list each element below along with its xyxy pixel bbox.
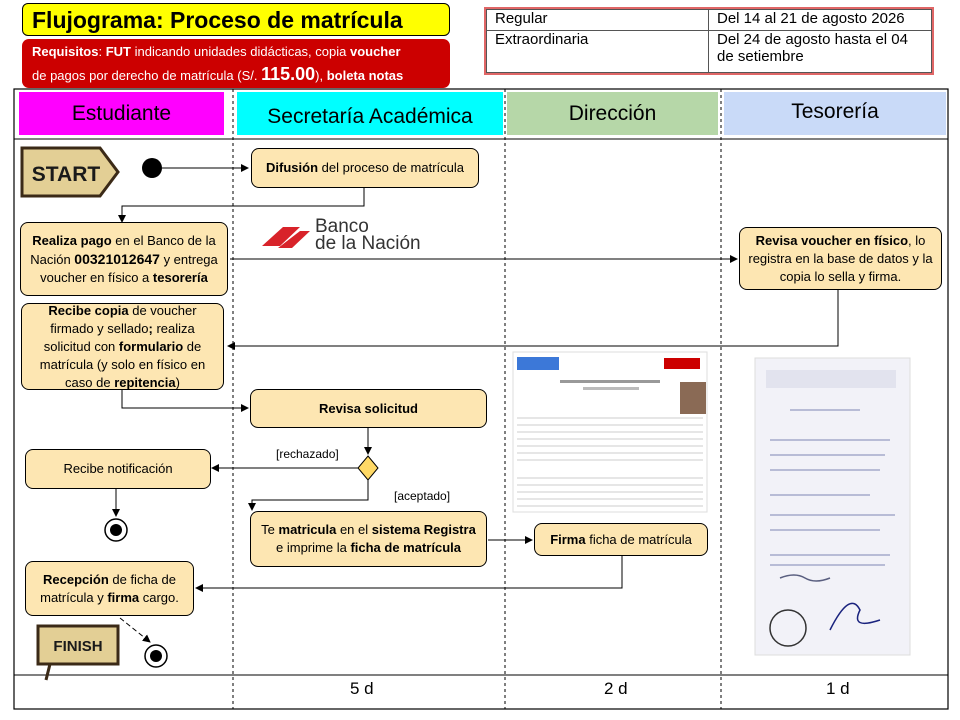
node-text-bold: Recibe copia — [48, 302, 129, 318]
duration-tesoreria: 1 d — [826, 679, 850, 698]
node-text: ficha de matrícula — [585, 531, 692, 547]
node-text: realiza solicitud con — [43, 320, 195, 354]
node-text: ) — [175, 374, 180, 390]
node-text: de voucher firmado y sellado — [50, 302, 197, 336]
bank-account-number: 00321012647 — [74, 250, 160, 267]
req-label: Requisitos — [32, 44, 99, 59]
node-text: Recibe notificación — [63, 461, 173, 476]
node-recibe-copia: Recibe copia de voucher firmado y sellad… — [21, 303, 224, 390]
duration-direccion: 2 d — [604, 679, 628, 698]
node-text: en el — [336, 522, 372, 537]
node-revisa-solicitud: Revisa solicitud — [250, 389, 487, 428]
node-firma: Firma ficha de matrícula — [534, 523, 708, 556]
req-fut: FUT — [105, 44, 131, 59]
lane-header-tesoreria: Tesorería — [724, 92, 946, 135]
node-text-bold: ficha de matrícula — [350, 540, 461, 555]
node-text: , lo registra en la base de datos y la c… — [748, 232, 933, 284]
start-sign-text: START — [32, 163, 101, 186]
node-text-bold: matricula — [278, 522, 337, 537]
node-text-bold: sistema Registra — [371, 522, 476, 537]
finish-sign: FINISH — [36, 624, 120, 681]
node-recibe-notificacion: Recibe notificación — [25, 449, 211, 489]
node-matricula: Te matricula en el sistema Registra e im… — [250, 511, 487, 567]
page-title: Flujograma: Proceso de matrícula — [22, 3, 450, 36]
req-voucher: voucher — [349, 44, 401, 59]
node-text: de matrícula (y solo en físico en caso d… — [39, 338, 206, 390]
node-difusion: Difusión del proceso de matrícula — [251, 148, 479, 188]
schedule-dates: Del 14 al 21 de agosto 2026 — [708, 8, 932, 32]
end-node — [104, 518, 128, 542]
swimlane-frame — [13, 88, 949, 710]
finish-sign-text: FINISH — [53, 638, 102, 655]
start-sign: START — [20, 146, 120, 198]
bank-logo: Banco de la Nación — [262, 216, 421, 254]
node-text-bold: Revisa solicitud — [319, 400, 418, 416]
node-text-bold: Revisa voucher en físico — [755, 232, 909, 248]
lane-header-estudiante: Estudiante — [19, 92, 224, 135]
bank-name-line2: de la Nación — [315, 233, 421, 254]
schedule-table: Regular Del 14 al 21 de agosto 2026 Extr… — [484, 7, 934, 75]
node-revisa-voucher: Revisa voucher en físico, lo registra en… — [739, 227, 942, 290]
label-rechazado: [rechazado] — [276, 447, 339, 461]
req-amount: 115.00 — [261, 64, 316, 84]
node-text-bold: Firma — [550, 531, 586, 547]
schedule-dates: Del 24 de agosto hasta el 04 de setiembr… — [708, 30, 932, 73]
node-text: del proceso de matrícula — [318, 160, 464, 175]
req-text: de pagos por derecho de matrícula (S/. — [32, 68, 262, 83]
req-text: indicando unidades didácticas, copia — [130, 44, 350, 59]
bank-name-line1: Banco — [315, 216, 369, 237]
node-text-bold: firma — [107, 589, 140, 605]
node-text: en el Banco de la Nación — [30, 232, 216, 267]
node-text-bold: formulario — [118, 338, 184, 354]
node-realiza-pago: Realiza pago en el Banco de la Nación 00… — [20, 222, 228, 296]
lane-header-secretaria: Secretaría Académica — [237, 92, 503, 135]
req-text: ), — [315, 68, 327, 83]
node-text: de ficha de matrícula y — [40, 571, 176, 605]
requirements-box: Requisitos: FUT indicando unidades didác… — [22, 39, 450, 88]
flow-arrows — [112, 164, 839, 643]
node-text: cargo. — [139, 589, 179, 605]
node-text-bold: tesorería — [152, 269, 208, 285]
node-text-bold: Recepción — [43, 571, 109, 587]
label-aceptado: [aceptado] — [394, 489, 451, 503]
decision-node — [357, 455, 379, 481]
schedule-row: Regular Del 14 al 21 de agosto 2026 — [486, 8, 932, 32]
node-text-bold: Realiza pago — [32, 232, 112, 248]
start-node — [142, 158, 162, 178]
req-text: : — [98, 44, 106, 59]
schedule-row: Extraordinaria Del 24 de agosto hasta el… — [486, 30, 932, 73]
node-text-bold: ; — [148, 320, 153, 336]
node-text: y entrega voucher en físico a — [40, 251, 218, 285]
duration-secretaria: 5 d — [350, 679, 374, 698]
req-boleta: boleta notas — [326, 68, 404, 83]
voucher-image — [754, 357, 911, 656]
end-node — [144, 644, 168, 668]
node-text: e imprime la — [276, 540, 351, 555]
lane-header-direccion: Dirección — [507, 92, 718, 135]
node-recepcion: Recepción de ficha de matrícula y firma … — [25, 561, 194, 616]
registration-form-image — [512, 351, 708, 513]
node-text-bold: repitencia — [114, 374, 176, 390]
node-text-bold: Difusión — [266, 160, 319, 175]
node-text: Te — [261, 522, 279, 537]
schedule-type: Extraordinaria — [486, 30, 709, 73]
